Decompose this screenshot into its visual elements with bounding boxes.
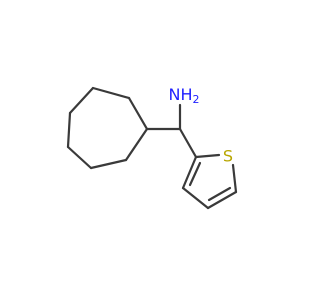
amine-group: NH2 (169, 85, 200, 107)
ring-bond (181, 155, 198, 190)
ring-double-bond (188, 161, 202, 187)
ring-bond (124, 127, 149, 162)
nitrogen-label: NH2 (169, 85, 200, 107)
thiophene-ring (181, 153, 238, 210)
ring-bond (181, 186, 210, 210)
ring-double-bond (207, 186, 232, 202)
ring-bond (66, 111, 72, 149)
ring-bond (66, 145, 93, 170)
ring-bond (127, 96, 149, 131)
ring-bond (68, 86, 95, 115)
sulfur-label: S (223, 147, 233, 166)
nitrogen-symbol: NH (169, 85, 193, 104)
ring-bond (206, 190, 238, 210)
cycloheptane-ring (66, 86, 149, 170)
sulfur-atom: S (223, 147, 233, 166)
ring-bond (91, 86, 131, 100)
ring-bond (89, 158, 128, 170)
nitrogen-subscript: 2 (193, 93, 200, 106)
thienyl-bond (178, 127, 198, 159)
ring-bond (194, 153, 221, 159)
molecule-diagram: NH2 S (66, 85, 238, 210)
ring-bond (231, 163, 238, 194)
